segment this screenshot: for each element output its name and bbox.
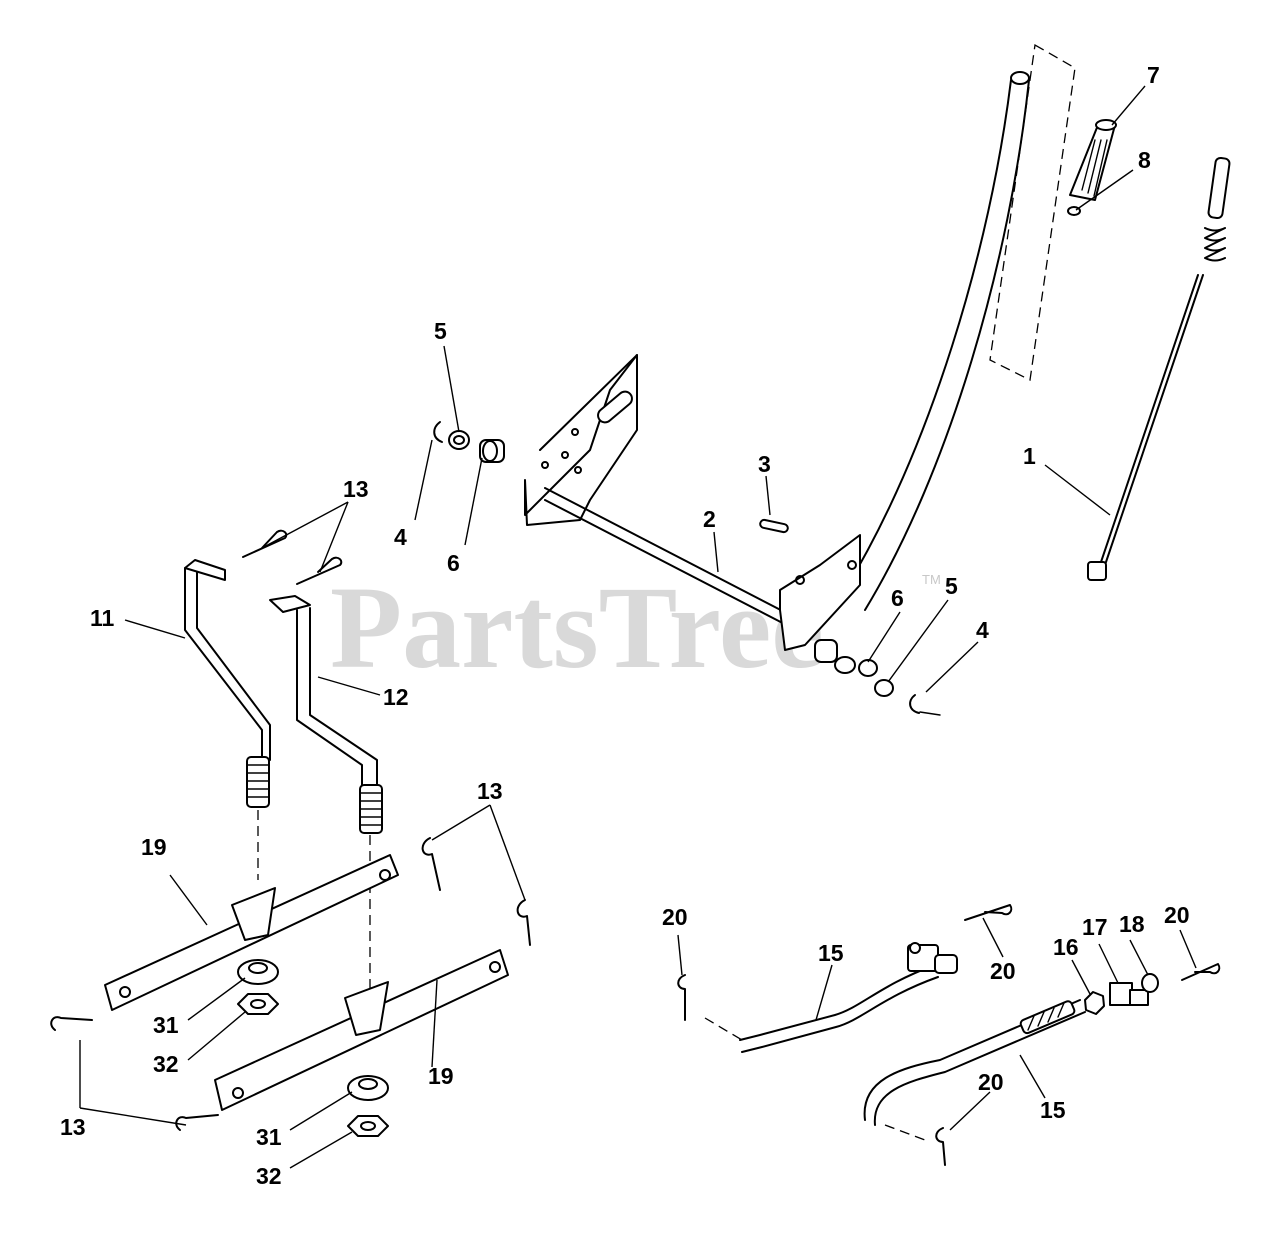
part-20-pin-c bbox=[1181, 963, 1221, 981]
part-13-hairpin-right-a bbox=[421, 837, 441, 891]
callout-16: 16 bbox=[1053, 934, 1079, 960]
callout-6-left: 6 bbox=[447, 550, 460, 576]
part-2-lift-shaft-assembly bbox=[524, 354, 861, 651]
part-31-spacer-upper bbox=[237, 959, 279, 985]
callout-19-upper: 19 bbox=[141, 834, 167, 860]
callout-32-upper: 32 bbox=[153, 1051, 179, 1077]
part-15-rod-upper bbox=[704, 942, 958, 1053]
part-13-hairpin-top-b bbox=[296, 556, 343, 585]
callout-8: 8 bbox=[1138, 147, 1151, 173]
callout-6-right: 6 bbox=[891, 585, 904, 611]
callout-5-right: 5 bbox=[945, 573, 958, 599]
part-5-washer-left bbox=[448, 430, 470, 450]
part-15-rod-lower bbox=[863, 999, 1086, 1141]
callout-31-upper: 31 bbox=[153, 1012, 179, 1038]
callout-2: 2 bbox=[703, 506, 716, 532]
callout-31-lower: 31 bbox=[256, 1124, 282, 1150]
part-18-washer bbox=[1141, 973, 1159, 993]
lift-handle-tube bbox=[844, 71, 1030, 611]
watermark-text: PartsTree bbox=[330, 562, 824, 693]
callout-13-right: 13 bbox=[477, 778, 503, 804]
callout-labels: 1 2 3 4 4 5 5 6 6 7 8 11 12 13 13 13 15 … bbox=[60, 62, 1190, 1189]
callout-7: 7 bbox=[1147, 62, 1160, 88]
part-16-nut bbox=[1084, 991, 1105, 1015]
callout-20-a: 20 bbox=[662, 904, 688, 930]
callout-32-lower: 32 bbox=[256, 1163, 282, 1189]
callout-18: 18 bbox=[1119, 911, 1145, 937]
part-13-hairpin-top-a bbox=[242, 529, 288, 558]
callout-20-d: 20 bbox=[978, 1069, 1004, 1095]
part-4-clip-right bbox=[909, 694, 941, 716]
callout-13-top: 13 bbox=[343, 476, 369, 502]
part-13-hairpin-left bbox=[50, 1016, 93, 1031]
part-32-nut-lower bbox=[347, 1115, 389, 1137]
part-17-block bbox=[1109, 982, 1149, 1006]
callout-20-b: 20 bbox=[990, 958, 1016, 984]
part-7-handle-grip bbox=[1069, 119, 1117, 201]
part-13-hairpin-right-b bbox=[516, 899, 531, 946]
part-6-bushing-left bbox=[479, 439, 505, 463]
callout-15-lower: 15 bbox=[1040, 1097, 1066, 1123]
callout-17: 17 bbox=[1082, 914, 1108, 940]
callout-4-left: 4 bbox=[394, 524, 407, 550]
watermark-trademark: TM bbox=[922, 572, 941, 587]
part-31-spacer-lower bbox=[347, 1075, 389, 1101]
part-5-washer-right bbox=[858, 659, 894, 697]
callout-3: 3 bbox=[758, 451, 771, 477]
callout-20-c: 20 bbox=[1164, 902, 1190, 928]
part-1-spring-rod bbox=[1087, 156, 1231, 581]
part-12-lift-link bbox=[269, 595, 383, 990]
part-20-pin-d bbox=[935, 1127, 946, 1166]
callout-19-lower: 19 bbox=[428, 1063, 454, 1089]
callout-5-left: 5 bbox=[434, 318, 447, 344]
part-3-key bbox=[759, 518, 789, 534]
part-4-clip-left bbox=[433, 421, 443, 443]
callout-15-upper: 15 bbox=[818, 940, 844, 966]
part-32-nut-upper bbox=[237, 993, 279, 1015]
callout-13-bottom: 13 bbox=[60, 1114, 86, 1140]
part-19-lift-arm-lower bbox=[214, 949, 509, 1111]
part-20-pin-a bbox=[677, 974, 686, 1021]
part-19-lift-arm-upper bbox=[104, 854, 399, 1011]
callout-4-right: 4 bbox=[976, 617, 989, 643]
callout-1: 1 bbox=[1023, 443, 1036, 469]
grip-phantom-outline bbox=[989, 43, 1076, 381]
leader-lines bbox=[79, 85, 1197, 1169]
part-11-lift-link bbox=[184, 559, 271, 880]
callout-11: 11 bbox=[90, 605, 115, 631]
callout-12: 12 bbox=[383, 684, 409, 710]
part-20-pin-b bbox=[964, 904, 1013, 921]
part-6-bushing-right bbox=[814, 639, 856, 674]
part-13-hairpin-bottom bbox=[175, 1114, 219, 1131]
